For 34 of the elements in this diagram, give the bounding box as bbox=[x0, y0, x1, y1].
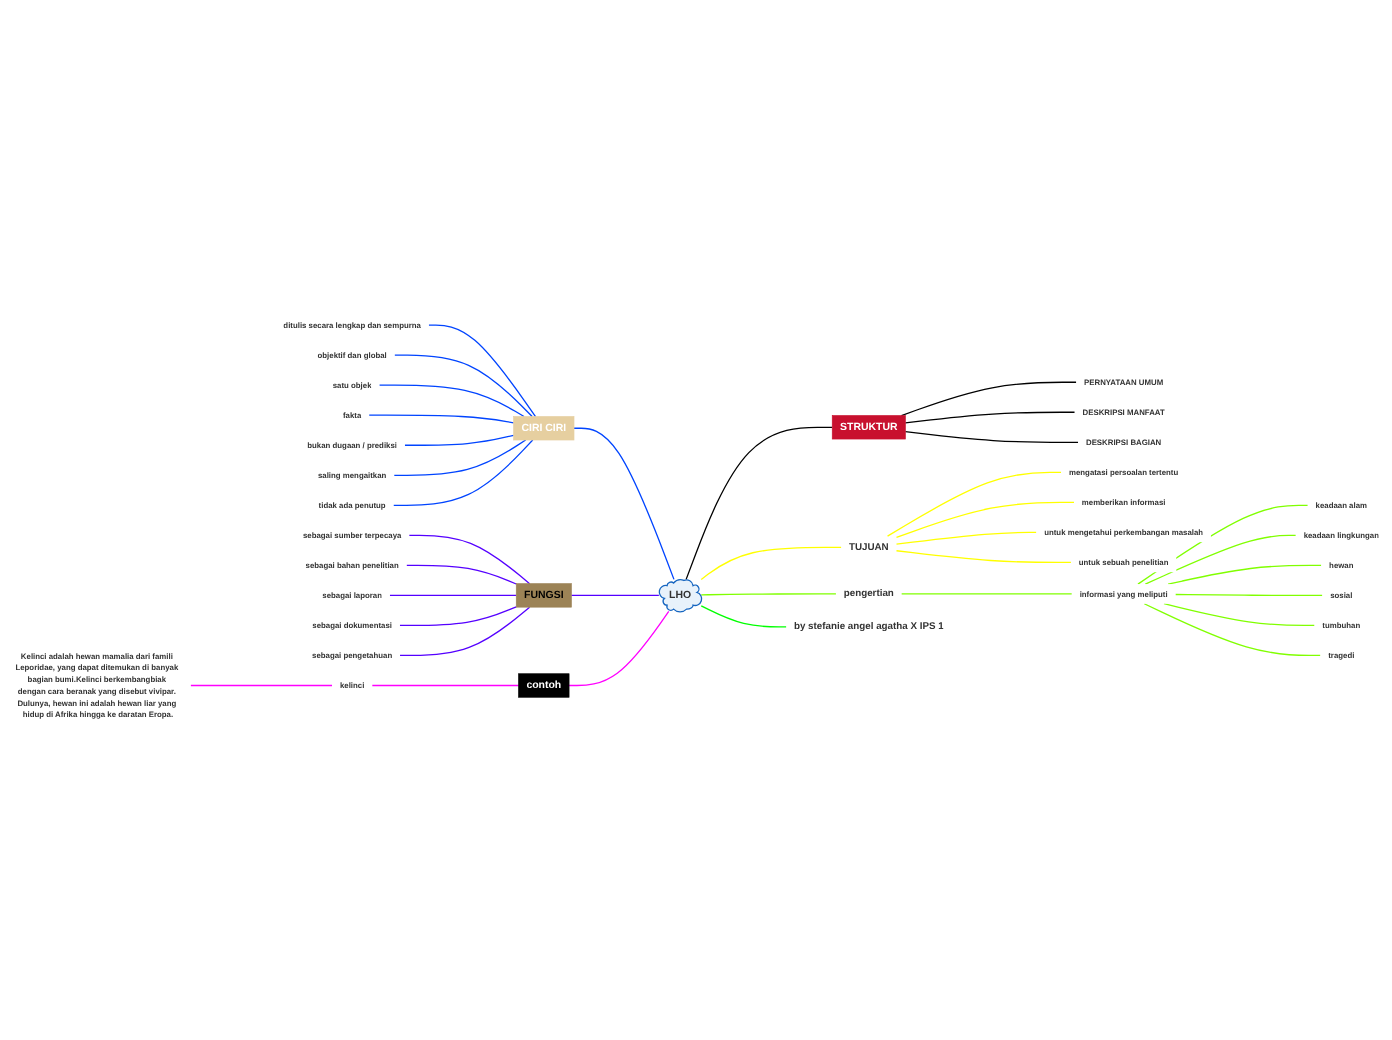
connector bbox=[901, 593, 1073, 595]
connector bbox=[900, 381, 1077, 417]
connector bbox=[378, 384, 525, 418]
connector bbox=[700, 605, 787, 628]
connector bbox=[904, 431, 1079, 443]
connector bbox=[573, 427, 675, 581]
connector bbox=[904, 411, 1076, 424]
connector bbox=[393, 439, 527, 476]
connector bbox=[700, 546, 842, 581]
connector bbox=[371, 684, 520, 687]
connector bbox=[1167, 564, 1322, 585]
connector bbox=[408, 534, 531, 585]
connector bbox=[886, 471, 1062, 537]
connector bbox=[568, 610, 670, 687]
connector bbox=[1143, 603, 1322, 657]
connector bbox=[895, 501, 1075, 539]
connector bbox=[368, 414, 515, 424]
connector bbox=[700, 593, 837, 596]
connector bbox=[1174, 593, 1323, 597]
connector bbox=[895, 550, 1072, 564]
connector bbox=[399, 606, 531, 657]
connector bbox=[895, 531, 1037, 545]
connector bbox=[570, 594, 660, 597]
connector bbox=[392, 439, 534, 506]
connector bbox=[389, 594, 517, 597]
connector bbox=[393, 354, 533, 418]
connector bbox=[399, 606, 517, 627]
connector bbox=[1163, 603, 1316, 627]
connector bbox=[428, 324, 537, 418]
connector bbox=[404, 434, 515, 446]
connector bbox=[685, 426, 833, 581]
connector bbox=[190, 684, 333, 687]
connector bbox=[405, 564, 517, 585]
connector bbox=[1144, 534, 1297, 585]
